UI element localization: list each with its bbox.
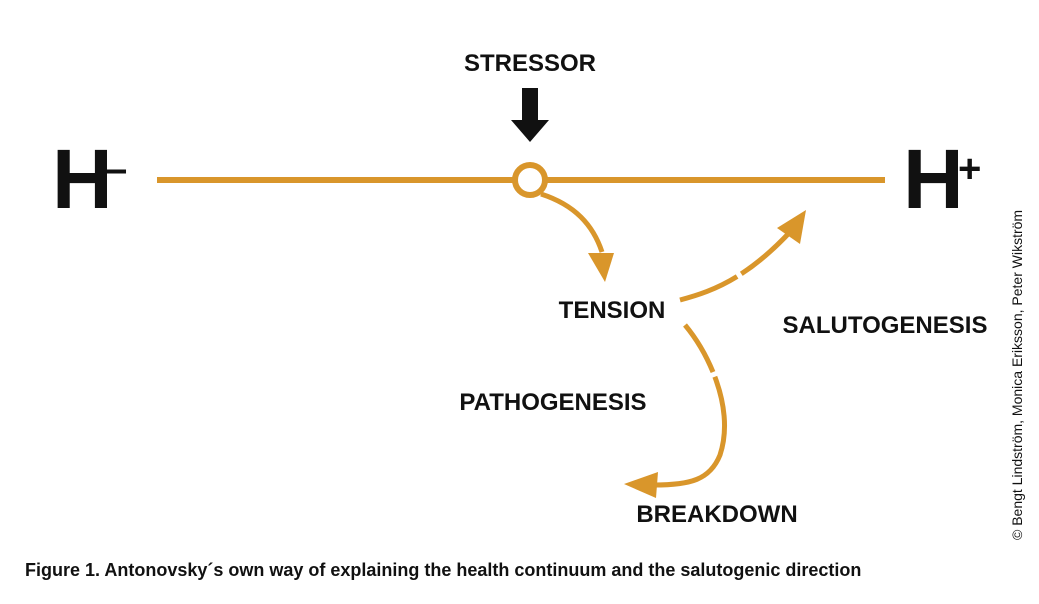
arrow-to-tension <box>540 191 605 253</box>
salutogenesis-label: SALUTOGENESIS <box>783 312 988 339</box>
h-plus-sign: + <box>958 147 981 191</box>
stressor-arrow <box>511 88 549 142</box>
tension-label: TENSION <box>559 297 666 324</box>
salutogenesis-arrow <box>679 230 792 303</box>
stressor-label: STRESSOR <box>464 50 596 77</box>
pathogenesis-arrow-head <box>624 472 658 498</box>
pathogenesis-arrow <box>653 323 727 488</box>
salutogenesis-arrow-head <box>777 210 806 244</box>
arrow-to-tension-head <box>588 253 614 282</box>
figure-caption: Figure 1. Antonovsky´s own way of explai… <box>25 560 862 580</box>
h-minus-sign: – <box>105 147 127 191</box>
breakdown-label: BREAKDOWN <box>636 501 797 528</box>
h-plus-label: H <box>903 132 964 226</box>
pathogenesis-label: PATHOGENESIS <box>459 389 646 416</box>
copyright-credit: © Bengt Lindström, Monica Eriksson, Pete… <box>1009 210 1025 540</box>
position-marker <box>512 162 548 198</box>
h-minus-label: H <box>52 132 113 226</box>
